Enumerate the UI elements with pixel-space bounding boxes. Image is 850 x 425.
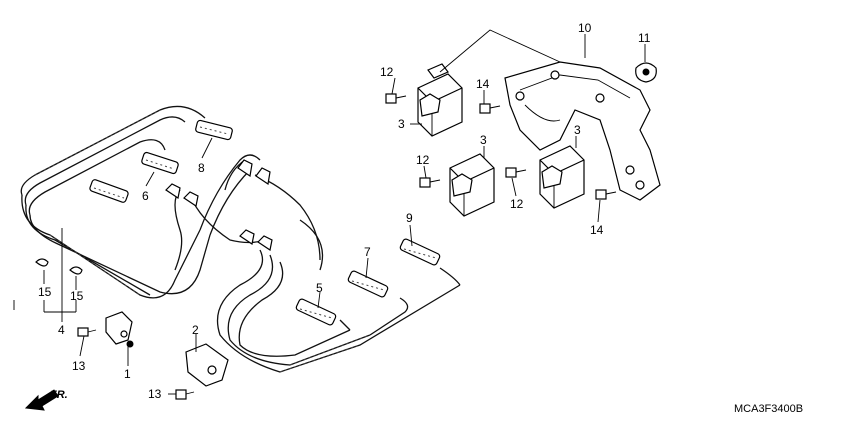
callout-14b: 14 [590, 223, 604, 237]
callout-12b: 12 [416, 153, 430, 167]
bolt-12c [505, 167, 527, 178]
callout-3b: 3 [480, 133, 487, 147]
plug-cap-7 [347, 270, 389, 298]
plug-cap-8 [195, 119, 233, 141]
leader-lines [13, 29, 646, 395]
callout-13b: 13 [148, 387, 162, 401]
ignition-coil-middle [449, 153, 495, 217]
wire-harness-right [216, 219, 461, 373]
callout-3c: 3 [574, 123, 581, 137]
callout-12a: 12 [380, 65, 394, 79]
clip-11 [635, 62, 657, 83]
bracket-1 [105, 311, 134, 348]
wire-harness-left [20, 105, 321, 299]
bolt-12a [385, 93, 407, 104]
callout-14a: 14 [476, 77, 490, 91]
callout-5: 5 [316, 281, 323, 295]
coil-bracket-10 [504, 61, 661, 201]
callout-7: 7 [364, 245, 371, 259]
bolt-14a [479, 103, 501, 114]
bolt-14b [595, 189, 617, 200]
ignition-coil-right [539, 145, 585, 209]
plug-cap-left [89, 179, 129, 203]
plug-cap-6 [141, 151, 179, 175]
callout-6: 6 [142, 189, 149, 203]
ignition-coil-top [417, 63, 463, 137]
callout-13a: 13 [72, 359, 86, 373]
boot-connector-a [165, 159, 273, 251]
callout-2: 2 [192, 323, 199, 337]
bolt-13b [175, 389, 195, 400]
bracket-2 [185, 343, 229, 387]
clip-15b [69, 266, 83, 275]
callout-8: 8 [198, 161, 205, 175]
direction-label: FR. [50, 389, 68, 401]
callout-15b: 15 [70, 289, 84, 303]
callout-10: 10 [578, 21, 592, 35]
callout-15a: 15 [38, 285, 52, 299]
front-direction-arrow-icon [24, 389, 59, 411]
callout-4: 4 [58, 323, 65, 337]
diagram-code: MCA3F3400B [734, 403, 803, 415]
callout-1: 1 [124, 367, 131, 381]
plug-cap-5 [295, 298, 337, 326]
callout-9: 9 [406, 211, 413, 225]
callout-11: 11 [638, 31, 651, 45]
callout-12c: 12 [510, 197, 524, 211]
callout-3a: 3 [398, 117, 405, 131]
bolt-12b [419, 177, 441, 188]
bolt-13a [77, 327, 97, 337]
plug-cap-9 [399, 238, 441, 266]
clip-15a [35, 258, 49, 267]
